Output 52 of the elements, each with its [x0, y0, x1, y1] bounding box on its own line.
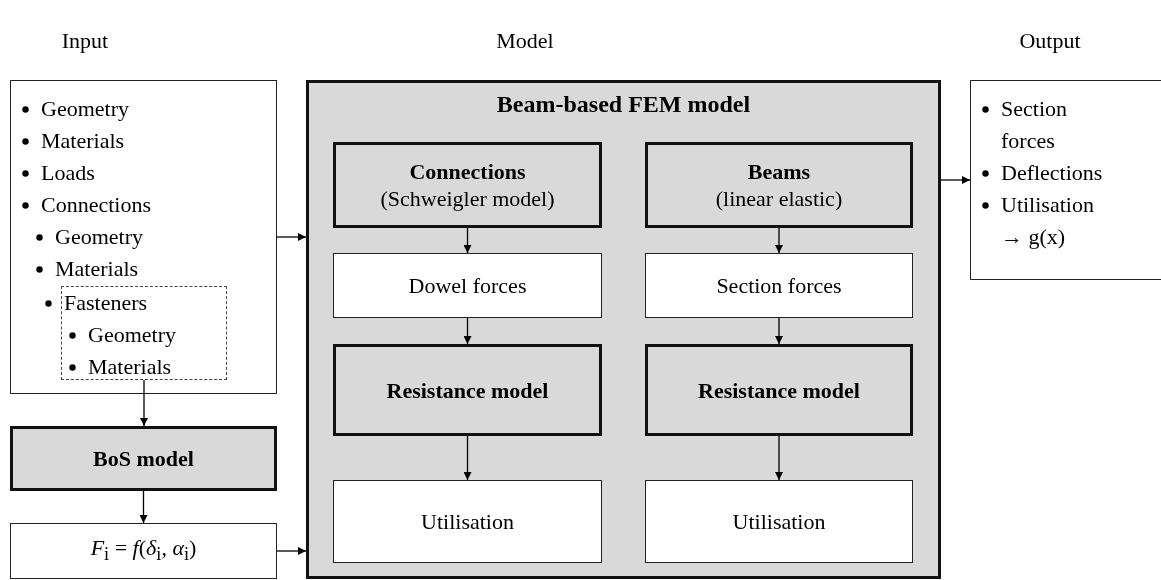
node-text: Beams [747, 158, 811, 185]
model-box [333, 142, 602, 228]
process-box [645, 253, 913, 318]
arrow [463, 435, 472, 481]
arrow [276, 547, 307, 555]
node-text: Resistance model [698, 376, 860, 404]
node-text: (linear elastic) [715, 185, 843, 212]
process-box [333, 480, 602, 563]
node-text: Section forces [716, 272, 842, 299]
node-text: (Schweigler model) [380, 185, 555, 212]
node-text: Geometry [55, 224, 143, 249]
model-box [645, 344, 913, 436]
process-box [970, 80, 1161, 280]
arrow [775, 317, 783, 345]
node-text: Geometry [41, 96, 129, 121]
node-text: Loads [41, 160, 95, 185]
column-heading: Input [60, 28, 110, 54]
node-text: Section forces [1001, 96, 1067, 153]
model-container [306, 80, 941, 579]
node-text: Geometry [88, 322, 176, 347]
process-box [333, 253, 602, 318]
arrow [140, 379, 148, 427]
process-box [645, 480, 913, 563]
arrow [276, 233, 307, 241]
model-box [645, 142, 913, 228]
node-text: BoS model [93, 445, 194, 472]
column-heading: Model [495, 28, 555, 54]
node-text: Materials [88, 354, 172, 379]
node-text: Connections [41, 192, 151, 217]
node-text: Utilisation → g(x) [1001, 192, 1094, 249]
node-text: Resistance model [386, 376, 549, 404]
node-text: Deflections [1001, 160, 1103, 185]
arrow [775, 435, 783, 481]
process-box [10, 80, 277, 394]
node-text: Fasteners [64, 290, 148, 315]
arrow [940, 176, 971, 184]
arrow [139, 490, 148, 524]
node-text: Materials [41, 128, 125, 153]
column-heading: Output [1018, 28, 1082, 54]
node-text: Connections [409, 158, 526, 185]
node-text: Beam-based FEM model [496, 90, 751, 119]
arrow [775, 227, 783, 254]
node-text: Utilisation [421, 508, 514, 535]
node-text: F$_{i}$ = f(δ$_{i}$, α$_{i}$) [90, 533, 197, 567]
model-box [10, 426, 277, 491]
model-box [333, 344, 602, 436]
node-text: Dowel forces [408, 272, 527, 299]
arrow [463, 227, 472, 254]
process-box [10, 523, 277, 579]
arrow [463, 317, 472, 345]
node-text: Utilisation [732, 508, 826, 535]
node-text: Materials [55, 256, 139, 281]
